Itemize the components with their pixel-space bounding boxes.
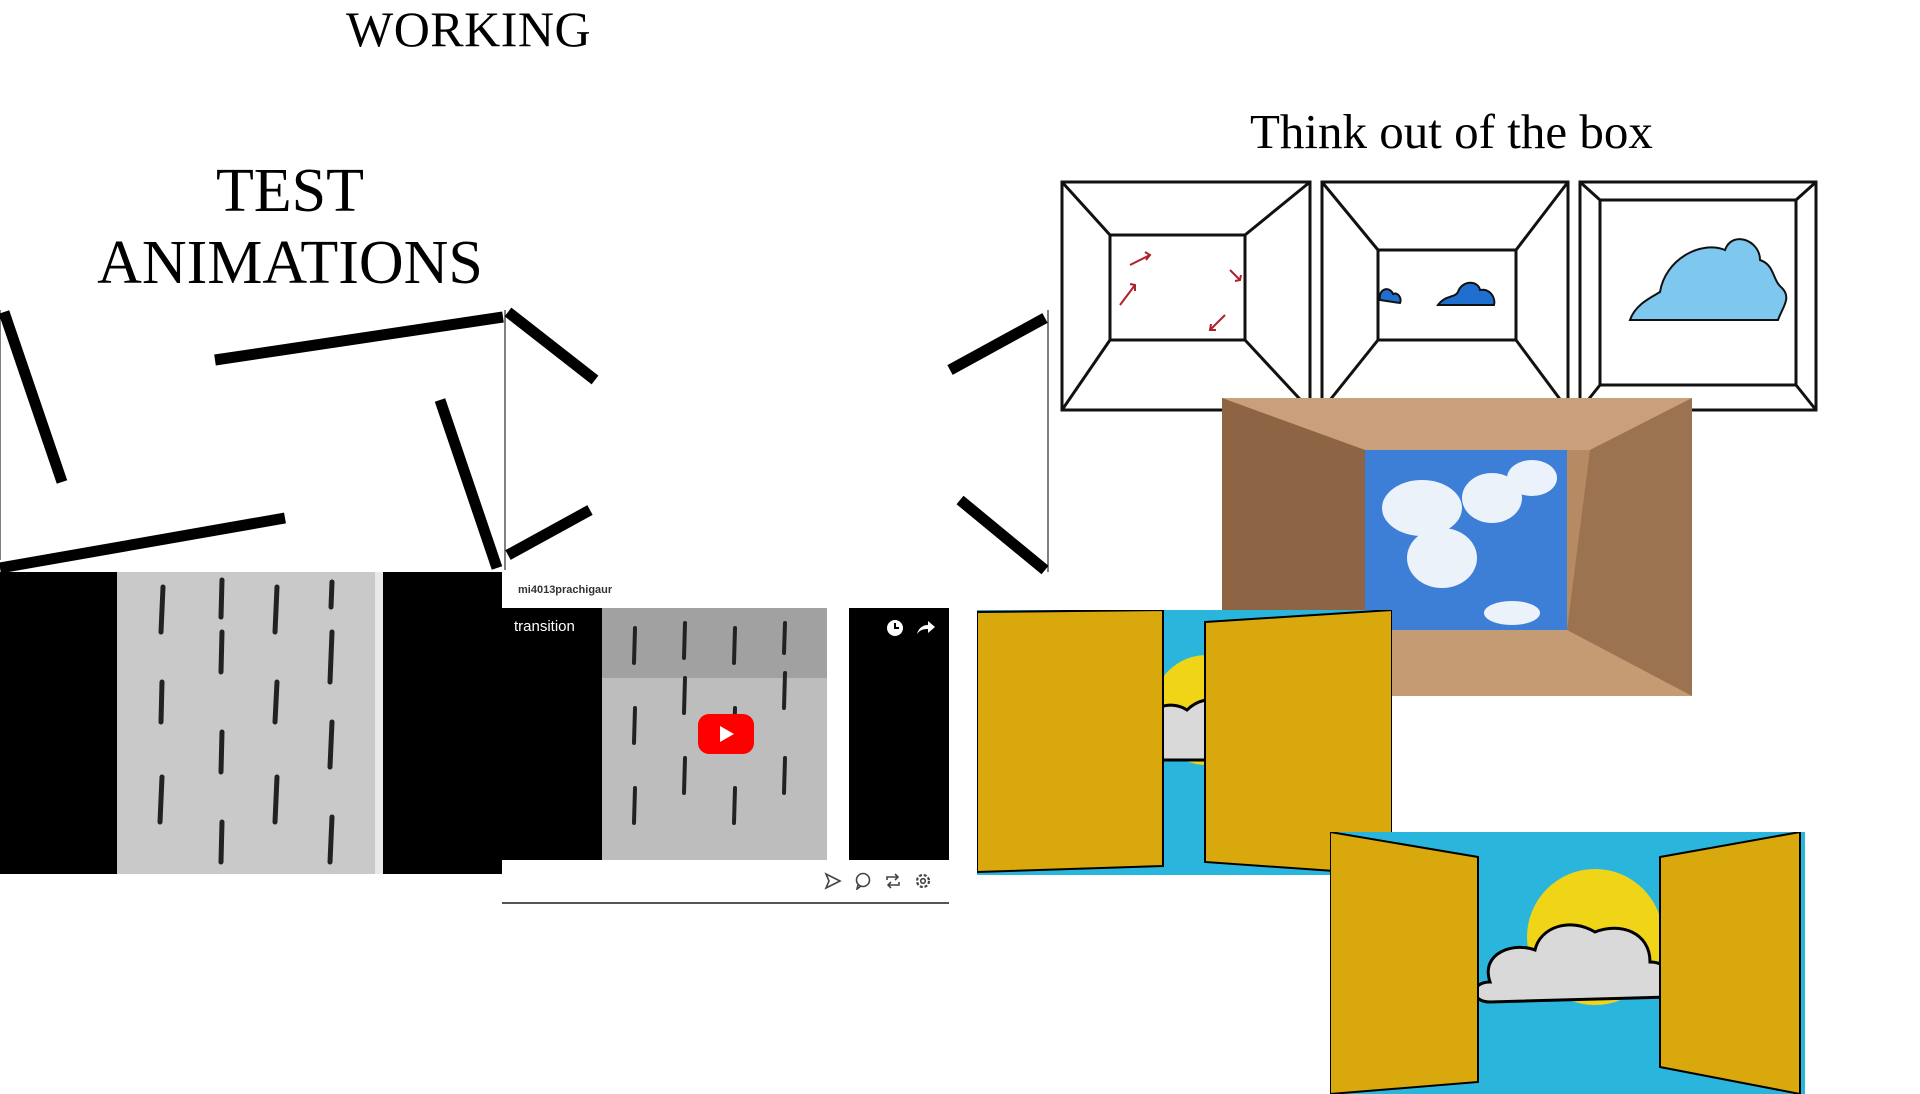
comment-icon[interactable] (854, 872, 872, 890)
box-sketches-image (1060, 180, 1818, 412)
paper-strokes-image (117, 572, 383, 874)
send-icon[interactable] (824, 872, 842, 890)
channel-name[interactable]: mi4013prachigaur (518, 584, 613, 596)
animation-frame-preview (0, 572, 505, 874)
clock-icon[interactable] (885, 618, 905, 638)
doors-opening-frame-1 (977, 610, 1392, 875)
play-button-icon[interactable] (698, 714, 754, 754)
video-embed[interactable]: mi4013prachigaur transition (502, 570, 949, 904)
settings-icon[interactable] (914, 872, 932, 890)
embed-actions-bar (502, 860, 949, 900)
share-icon[interactable] (915, 618, 937, 638)
repeat-icon[interactable] (884, 872, 902, 890)
video-player[interactable]: transition (502, 608, 949, 860)
doors-opening-frame-2 (1330, 832, 1805, 1094)
think-out-of-box-title: Think out of the box (1250, 104, 1653, 159)
video-title[interactable]: transition (514, 618, 575, 635)
animation-lines-drawing (0, 307, 1049, 575)
embed-header: mi4013prachigaur (502, 570, 949, 608)
working-title: WORKING (346, 1, 592, 57)
test-animations-title: TEST ANIMATIONS (60, 155, 520, 299)
video-thumbnail (602, 608, 849, 860)
test-title-line2: ANIMATIONS (97, 229, 483, 297)
test-title-line1: TEST (215, 157, 365, 225)
